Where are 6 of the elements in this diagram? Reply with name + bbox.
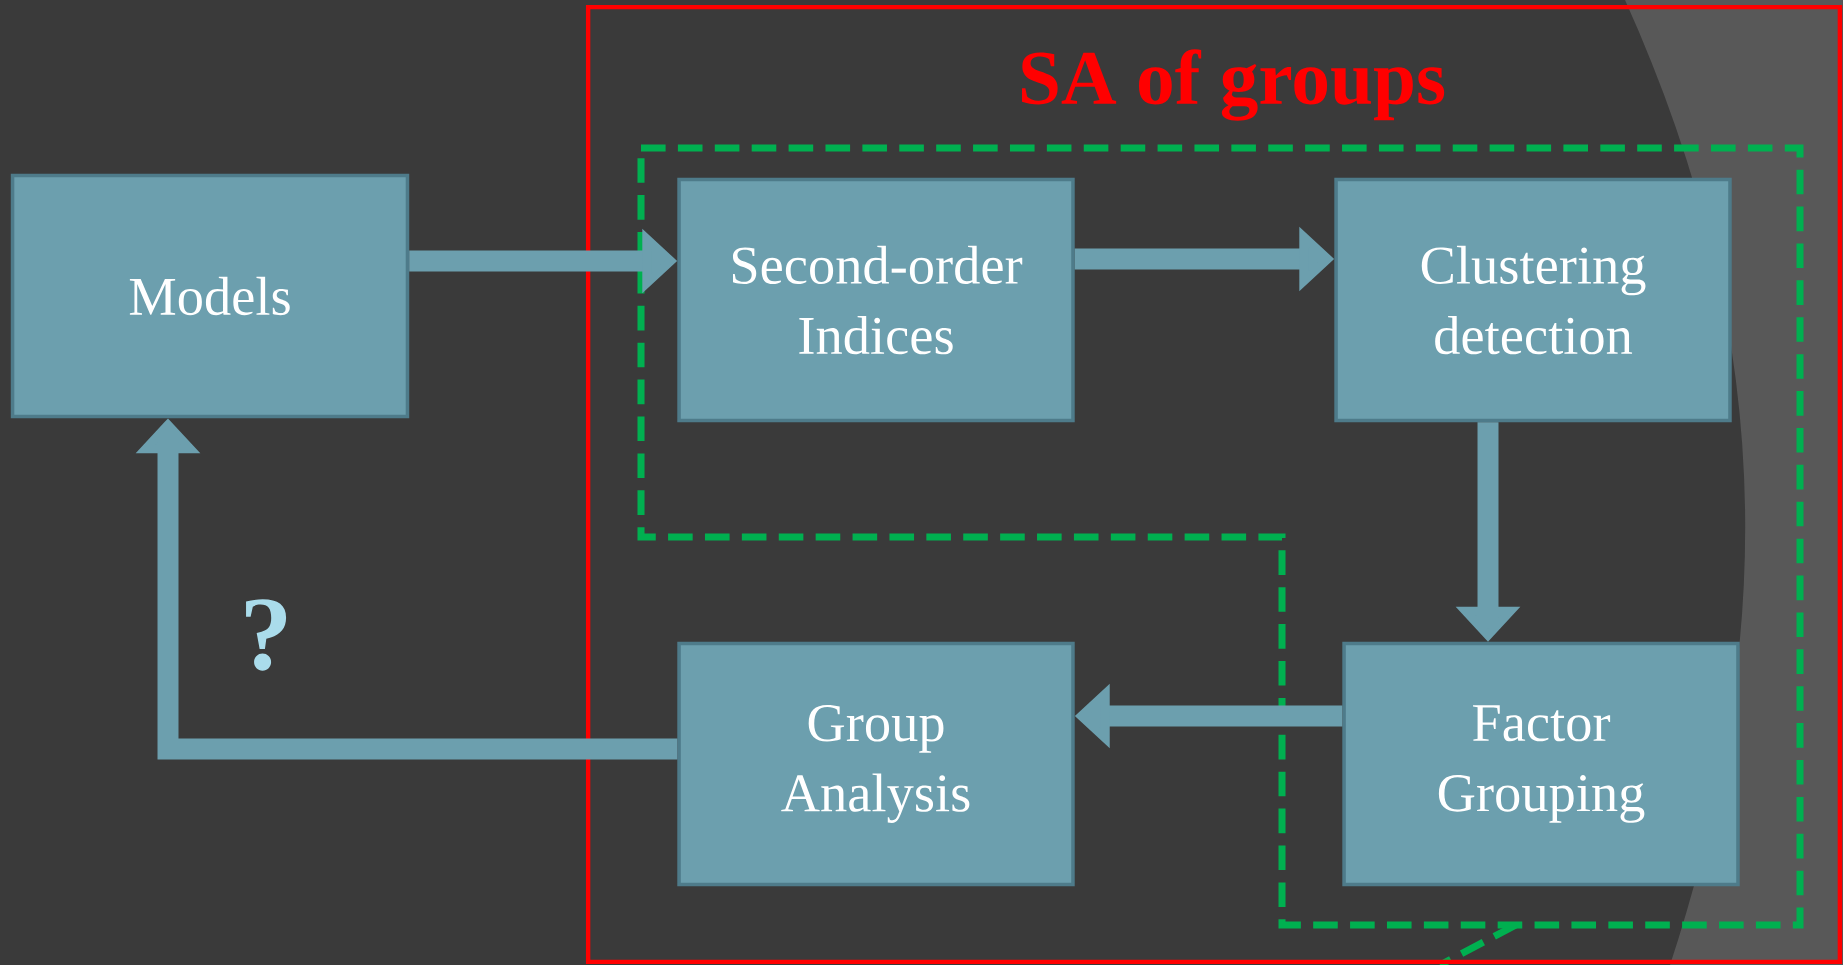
process-box: Models: [10, 173, 410, 419]
question-mark: ?: [246, 599, 287, 671]
process-box: Factor Grouping: [1342, 641, 1740, 887]
process-box: Group Analysis: [677, 641, 1075, 887]
process-box: Clustering detection: [1334, 177, 1732, 423]
process-box: Second-order Indices: [677, 177, 1075, 423]
